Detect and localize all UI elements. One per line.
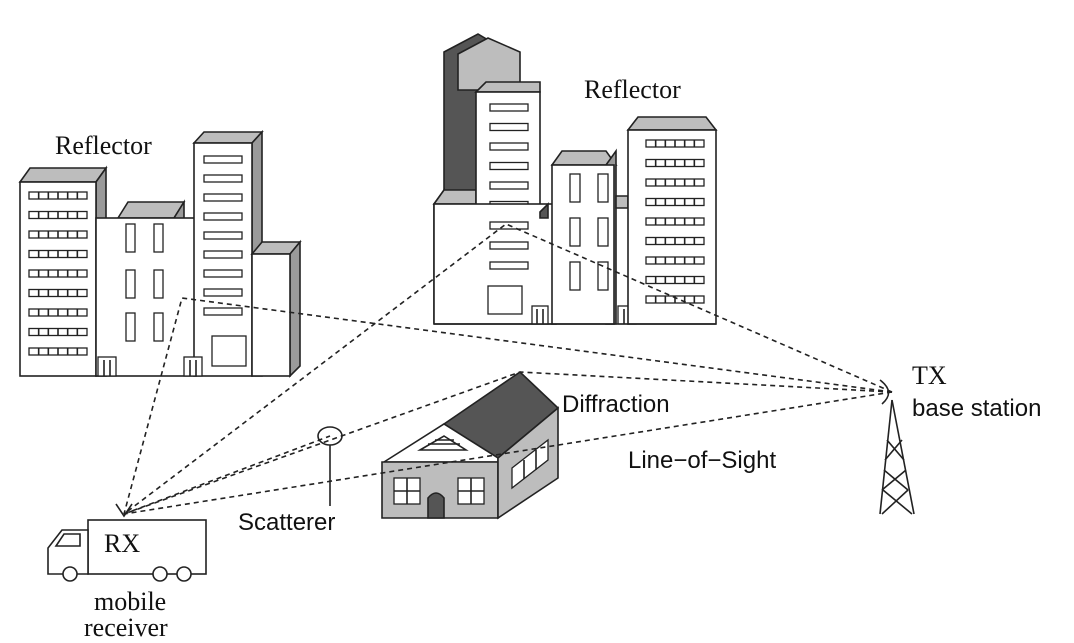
rx-truck	[47, 519, 207, 582]
right-base-windows	[489, 221, 529, 270]
label-tx: TX	[912, 361, 947, 390]
left-c-windows	[203, 155, 243, 316]
label-line-of-sight: Line−of−Sight	[628, 447, 776, 474]
propagation-rays	[115, 223, 893, 518]
label-base-station: base station	[912, 395, 1041, 422]
label-diffraction: Diffraction	[562, 391, 670, 418]
label-reflector-left: Reflector	[55, 131, 152, 160]
house	[381, 370, 560, 520]
label-rx: RX	[104, 529, 140, 558]
left-building-cluster	[18, 129, 302, 378]
label-scatterer: Scatterer	[238, 509, 335, 536]
label-reflector-right: Reflector	[584, 75, 681, 104]
ray-line-of-sight	[123, 391, 893, 515]
right-block-windows	[645, 139, 705, 304]
ray-left-reflection	[123, 297, 893, 515]
right-mid-windows	[569, 173, 609, 291]
ray-scatter	[123, 435, 331, 515]
label-mobile: mobile	[94, 587, 166, 616]
tx-tower	[879, 379, 915, 515]
ray-right-reflection	[123, 223, 893, 515]
right-building-cluster	[432, 33, 718, 325]
label-receiver: receiver	[84, 613, 168, 642]
left-mid-windows	[125, 223, 164, 342]
left-a-windows	[28, 191, 88, 356]
ray-diffraction	[123, 371, 893, 515]
